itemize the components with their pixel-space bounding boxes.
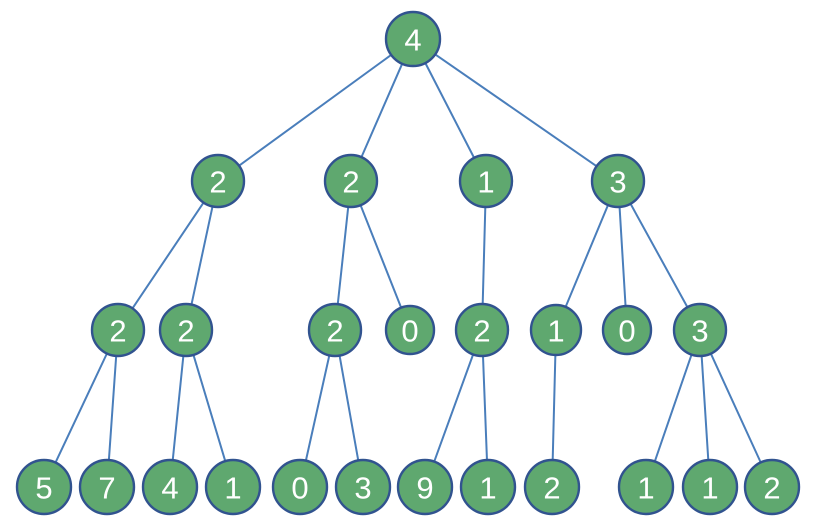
tree-edge	[629, 201, 689, 310]
tree-node-leaf[interactable]: 0	[384, 304, 436, 356]
node-circle[interactable]	[454, 302, 510, 358]
tree-edge	[107, 353, 118, 463]
node-circle[interactable]	[743, 458, 801, 516]
node-circle[interactable]	[334, 458, 392, 516]
tree-edge	[432, 352, 475, 464]
node-circle[interactable]	[601, 304, 653, 356]
tree-node[interactable]: 1	[529, 303, 583, 357]
tree-edge	[700, 353, 710, 463]
node-circle[interactable]	[307, 302, 363, 358]
node-circle[interactable]	[523, 458, 581, 516]
tree-edge	[304, 353, 331, 463]
tree-edge	[653, 352, 693, 464]
tree-edge	[551, 352, 557, 463]
node-circle[interactable]	[396, 458, 454, 516]
tree-edge	[618, 204, 627, 309]
tree-edge	[359, 203, 403, 310]
node-circle[interactable]	[459, 458, 517, 516]
node-circle[interactable]	[158, 302, 214, 358]
node-circle[interactable]	[90, 302, 146, 358]
tree-node-leaf[interactable]: 1	[617, 458, 675, 516]
tree-node-leaf[interactable]: 0	[271, 458, 329, 516]
node-circle[interactable]	[681, 458, 739, 516]
tree-node-leaf[interactable]: 3	[334, 458, 392, 516]
tree-node-leaf[interactable]: 1	[459, 458, 517, 516]
tree-node[interactable]: 2	[307, 302, 363, 358]
node-circle[interactable]	[190, 153, 246, 209]
node-circle[interactable]	[141, 458, 199, 516]
node-circle[interactable]	[384, 304, 436, 356]
node-circle[interactable]	[15, 458, 73, 516]
tree-node-leaf[interactable]: 9	[396, 458, 454, 516]
tree-node-leaf[interactable]: 2	[523, 458, 581, 516]
node-circle[interactable]	[672, 302, 728, 358]
tree-node-leaf[interactable]: 7	[78, 458, 136, 516]
tree-node-root[interactable]: 4	[384, 10, 442, 68]
tree-node[interactable]: 3	[672, 302, 728, 358]
tree-edge	[564, 203, 610, 309]
tree-edge	[171, 353, 185, 463]
node-circle[interactable]	[323, 153, 379, 209]
tree-edge	[423, 61, 476, 160]
tree-node-leaf[interactable]: 5	[15, 458, 73, 516]
edges-layer	[54, 52, 763, 465]
tree-node[interactable]: 2	[323, 153, 379, 209]
tree-edge	[481, 353, 489, 463]
node-circle[interactable]	[384, 10, 442, 68]
tree-node-leaf[interactable]: 1	[681, 458, 739, 516]
tree-node[interactable]: 2	[90, 302, 146, 358]
tree-node[interactable]: 1	[458, 153, 514, 209]
tree-edge	[54, 351, 109, 465]
tree-edge	[338, 353, 360, 463]
tree-node[interactable]: 2	[190, 153, 246, 209]
node-circle[interactable]	[78, 458, 136, 516]
tree-node[interactable]: 3	[590, 153, 646, 209]
node-circle[interactable]	[617, 458, 675, 516]
tree-edge	[481, 204, 487, 307]
tree-node-leaf[interactable]: 2	[743, 458, 801, 516]
tree-edge	[433, 52, 599, 168]
node-circle[interactable]	[458, 153, 514, 209]
node-circle[interactable]	[271, 458, 329, 516]
node-circle[interactable]	[204, 458, 262, 516]
tree-node-leaf[interactable]: 4	[141, 458, 199, 516]
node-circle[interactable]	[590, 153, 646, 209]
tree-edge	[192, 352, 227, 464]
tree-edge	[130, 200, 206, 311]
tree-node-leaf[interactable]: 0	[601, 304, 653, 356]
tree-node[interactable]: 2	[454, 302, 510, 358]
tree-edge	[237, 53, 393, 168]
tree-edge	[190, 204, 214, 307]
tree-node[interactable]: 2	[158, 302, 214, 358]
tree-edge	[709, 351, 763, 465]
tree-edge	[360, 61, 404, 160]
node-circle[interactable]	[529, 303, 583, 357]
tree-edge	[336, 204, 350, 307]
tree-node-leaf[interactable]: 1	[204, 458, 262, 516]
